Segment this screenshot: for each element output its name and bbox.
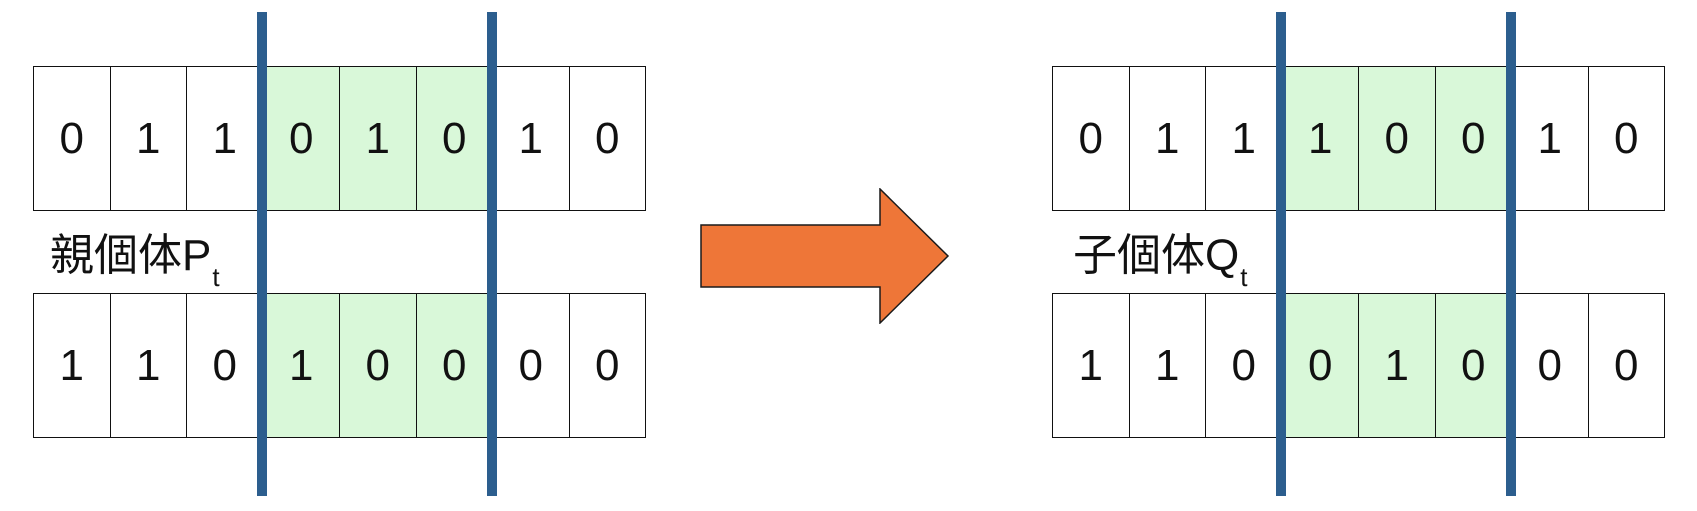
parent-row-2-bit: 0 [340, 294, 417, 437]
parent-row-1-bit: 0 [569, 67, 646, 210]
child-row-1-bit: 1 [1206, 67, 1283, 210]
parent-row-1-bit: 1 [110, 67, 187, 210]
parent-label-text: 親個体P [50, 231, 212, 280]
parent-row-2-bit: 0 [416, 294, 493, 437]
child-row-1-bit: 0 [1588, 67, 1665, 210]
child-row-2-bit: 1 [1359, 294, 1436, 437]
parent-label: 親個体Pt [50, 231, 220, 291]
child-row-1-bit: 1 [1512, 67, 1589, 210]
parent-row-2-bit: 1 [110, 294, 187, 437]
child-row-2-bit: 0 [1282, 294, 1359, 437]
child-row-2-bit: 0 [1435, 294, 1512, 437]
parent-row-2-bit: 0 [187, 294, 264, 437]
parent-row-1-bit: 1 [187, 67, 264, 210]
child-row-1-bit: 0 [1435, 67, 1512, 210]
child-right-cut-line [1506, 12, 1516, 496]
child-row-1-bit: 0 [1053, 67, 1130, 210]
child-row-1-bit: 1 [1282, 67, 1359, 210]
child-row-2-bit: 1 [1129, 294, 1206, 437]
child-row-1: 0 1 1 1 0 0 1 0 [1052, 66, 1665, 211]
parent-right-cut-line [487, 12, 497, 496]
parent-row-2: 1 1 0 1 0 0 0 0 [33, 293, 646, 438]
parent-row-2-bit: 0 [569, 294, 646, 437]
child-label: 子個体Qt [1073, 231, 1247, 291]
parent-row-2-bit: 1 [263, 294, 340, 437]
right-arrow-icon [700, 188, 950, 324]
arrow-shape [700, 188, 950, 324]
child-row-2-bit: 0 [1512, 294, 1589, 437]
parent-row-1: 0 1 1 0 1 0 1 0 [33, 66, 646, 211]
parent-row-1-bit: 0 [34, 67, 111, 210]
parent-row-1-bit: 0 [416, 67, 493, 210]
parent-row-2-bit: 0 [493, 294, 570, 437]
parent-row-1-bit: 1 [340, 67, 417, 210]
child-row-2-bit: 0 [1588, 294, 1665, 437]
child-row-2-bit: 1 [1053, 294, 1130, 437]
child-row-2-bit: 0 [1206, 294, 1283, 437]
parent-label-subscript: t [212, 262, 220, 292]
child-row-1-bit: 1 [1129, 67, 1206, 210]
child-label-subscript: t [1240, 262, 1248, 292]
parent-row-2-bit: 1 [34, 294, 111, 437]
parent-left-cut-line [257, 12, 267, 496]
child-label-text: 子個体Q [1073, 231, 1240, 280]
child-row-2: 1 1 0 0 1 0 0 0 [1052, 293, 1665, 438]
parent-row-1-bit: 1 [493, 67, 570, 210]
child-left-cut-line [1276, 12, 1286, 496]
parent-row-1-bit: 0 [263, 67, 340, 210]
child-row-1-bit: 0 [1359, 67, 1436, 210]
